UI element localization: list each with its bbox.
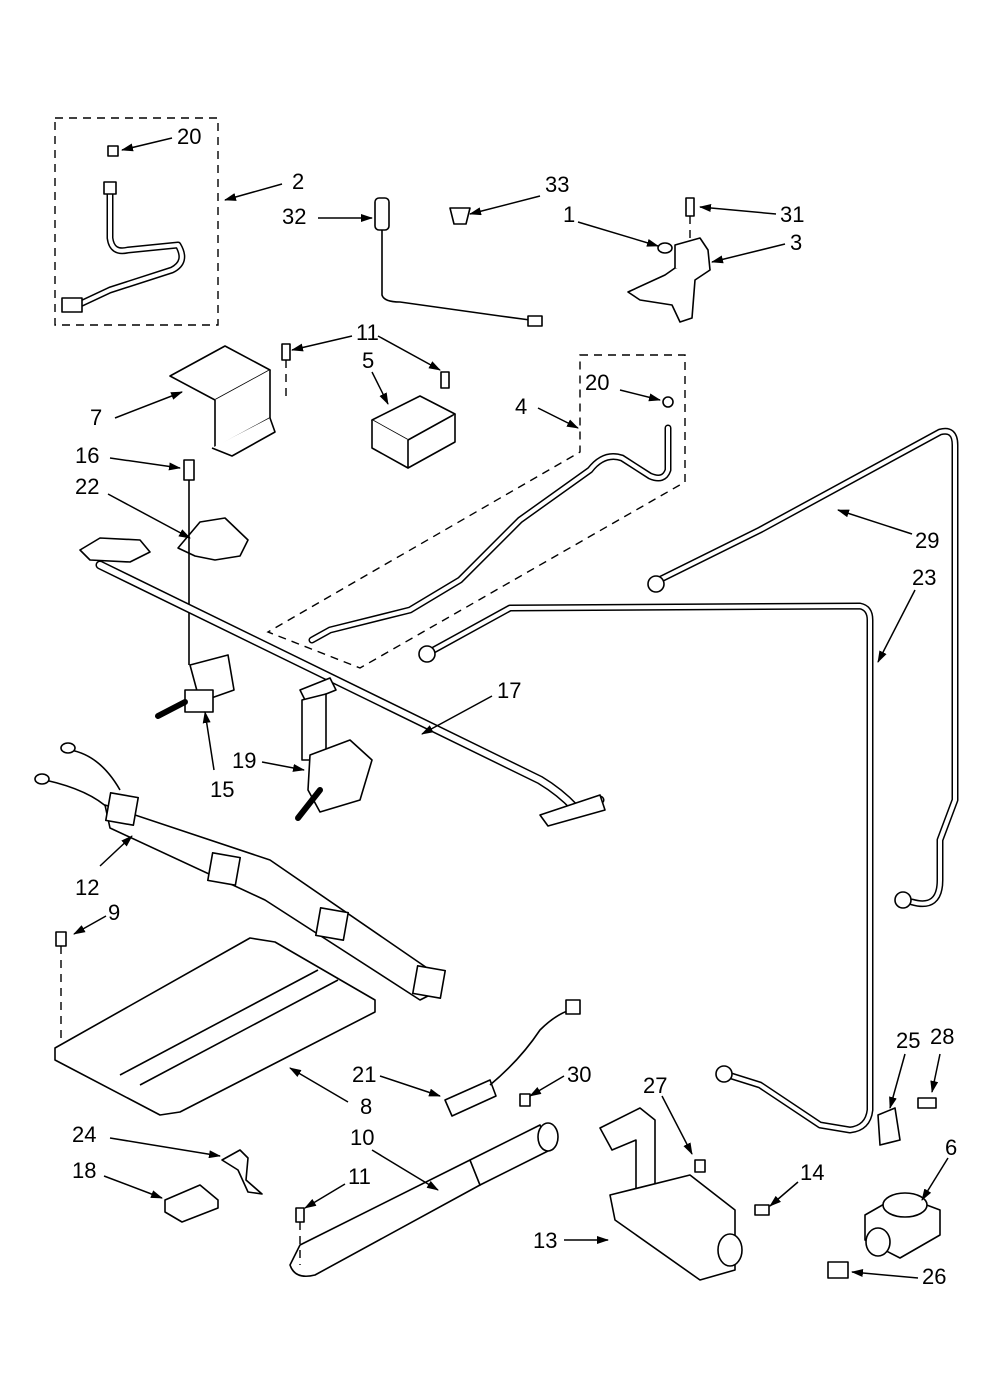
callout-8: 8 xyxy=(360,1094,372,1119)
callout-29: 29 xyxy=(915,528,939,553)
screw-11c xyxy=(295,1207,305,1223)
sensor-32 xyxy=(374,197,543,327)
callout-23: 23 xyxy=(912,565,936,590)
switch-19 xyxy=(295,693,373,821)
callout-7: 7 xyxy=(90,405,102,430)
grommet-33 xyxy=(449,207,471,225)
callout-32: 32 xyxy=(282,204,306,229)
screw-28 xyxy=(917,1097,937,1109)
callout-30: 30 xyxy=(567,1062,591,1087)
cover-7 xyxy=(169,343,291,457)
group-box-4 xyxy=(266,354,686,669)
tube-23 xyxy=(418,602,874,1134)
callout-33: 33 xyxy=(545,172,569,197)
callout-21: 21 xyxy=(352,1062,376,1087)
screw-27 xyxy=(694,1159,706,1173)
orifice-holder-13 xyxy=(599,1107,770,1281)
bracket-22 xyxy=(79,459,249,665)
clip-18 xyxy=(164,1184,219,1223)
group-box-2 xyxy=(54,117,219,326)
fitting-20b xyxy=(662,396,674,408)
tube-4 xyxy=(308,396,674,644)
relay-5 xyxy=(371,371,456,469)
screw-11a xyxy=(281,343,291,361)
regulator-6 xyxy=(827,1192,941,1279)
fitting-26 xyxy=(827,1261,849,1279)
callout-11c: 11 xyxy=(348,1164,371,1189)
callout-6: 6 xyxy=(945,1135,957,1160)
callout-12: 12 xyxy=(75,875,99,900)
callout-9: 9 xyxy=(108,900,120,925)
screw-14 xyxy=(754,1204,770,1216)
tube-assembly-2 xyxy=(61,145,186,313)
callout-16: 16 xyxy=(75,443,99,468)
callout-15: 15 xyxy=(210,777,234,802)
callout-11a: 11 xyxy=(356,320,379,345)
screw-9 xyxy=(55,931,67,947)
callout-22: 22 xyxy=(75,474,99,499)
screw-16 xyxy=(183,459,195,481)
fitting-20a xyxy=(107,145,119,157)
callout-14: 14 xyxy=(800,1160,824,1185)
callout-labels: 20 2 32 33 1 31 3 11 5 7 20 4 16 22 29 2… xyxy=(72,124,957,1289)
callout-19: 19 xyxy=(232,748,256,773)
clip-24 xyxy=(221,1149,263,1195)
callout-27: 27 xyxy=(643,1073,667,1098)
nut-1 xyxy=(657,242,673,254)
callout-2: 2 xyxy=(292,169,304,194)
screw-31 xyxy=(685,197,695,217)
callout-20a: 20 xyxy=(177,124,201,149)
callout-17: 17 xyxy=(497,678,521,703)
manifold-17 xyxy=(95,560,606,827)
tube-29 xyxy=(647,427,959,909)
heat-shield-8 xyxy=(54,931,376,1116)
screw-11b xyxy=(440,371,450,389)
callout-28: 28 xyxy=(930,1024,954,1049)
callout-1: 1 xyxy=(563,202,575,227)
callout-20b: 20 xyxy=(585,370,609,395)
screw-30 xyxy=(519,1093,531,1107)
callout-5: 5 xyxy=(362,348,374,373)
callout-10: 10 xyxy=(350,1125,374,1150)
burner-10 xyxy=(289,1122,559,1278)
callout-18: 18 xyxy=(72,1158,96,1183)
leaders xyxy=(73,137,949,1279)
callout-25: 25 xyxy=(896,1028,920,1053)
clamp-25 xyxy=(877,1107,901,1146)
callout-4: 4 xyxy=(515,394,527,419)
bracket-3 xyxy=(627,197,711,323)
callout-26: 26 xyxy=(922,1264,946,1289)
valve-15 xyxy=(155,654,235,719)
callout-3: 3 xyxy=(790,230,802,255)
igniter-21 xyxy=(444,999,581,1117)
callout-24: 24 xyxy=(72,1122,96,1147)
callout-31: 31 xyxy=(780,202,804,227)
harness-12 xyxy=(34,742,447,1001)
callout-13: 13 xyxy=(533,1228,557,1253)
